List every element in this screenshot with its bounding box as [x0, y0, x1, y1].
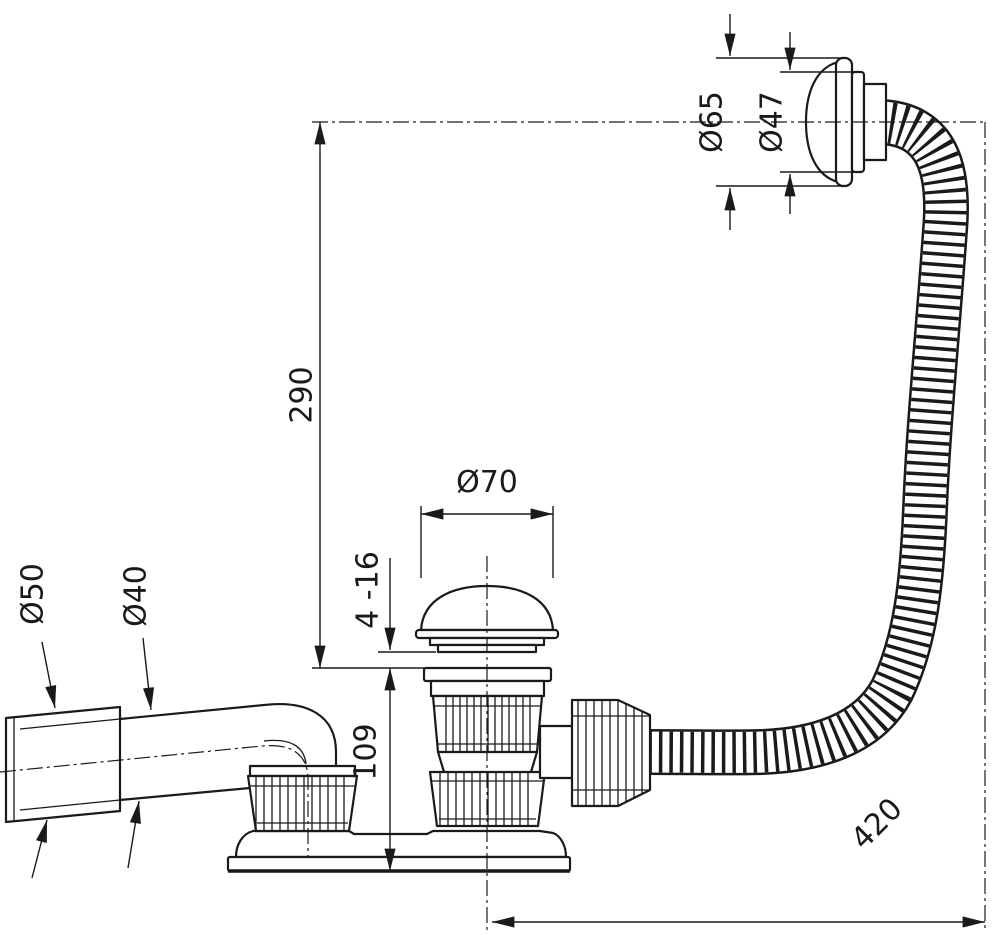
dim-pipe-diameter-label: Ø40: [119, 565, 154, 627]
base-plate: [226, 855, 572, 873]
dimension-labels: Ø65 Ø47 290 Ø70 4 -16 109 Ø50 Ø40 420: [16, 91, 910, 857]
dim-height-290-label: 290: [285, 366, 320, 423]
dimension-lines: [31, 14, 985, 928]
dim-overflow-outer-label: Ø65: [695, 91, 730, 153]
drain-base: [226, 829, 572, 873]
centerlines: [0, 121, 986, 930]
pipe-centerline: [0, 745, 309, 858]
overflow-elbow-nut: [246, 764, 359, 833]
pipe-socket: [4, 705, 122, 824]
dim-overflow-inner-label: Ø47: [755, 91, 790, 153]
pop-up-waste: [414, 584, 652, 828]
dim-adjust-range-label: 4 -16: [351, 551, 386, 629]
dim-height-109-label: 109: [349, 723, 384, 780]
waste-outlet-pipe: [4, 703, 338, 824]
pipe-elbow: [263, 703, 338, 766]
dim-hose-length-label: 420: [844, 791, 909, 856]
dim-cap-diameter-label: Ø70: [456, 465, 518, 500]
corrugated-hose: [639, 99, 969, 776]
outlet-neck: [538, 724, 576, 780]
dim-socket-diameter-label: Ø50: [16, 563, 51, 625]
elbow-flange: [248, 764, 357, 778]
